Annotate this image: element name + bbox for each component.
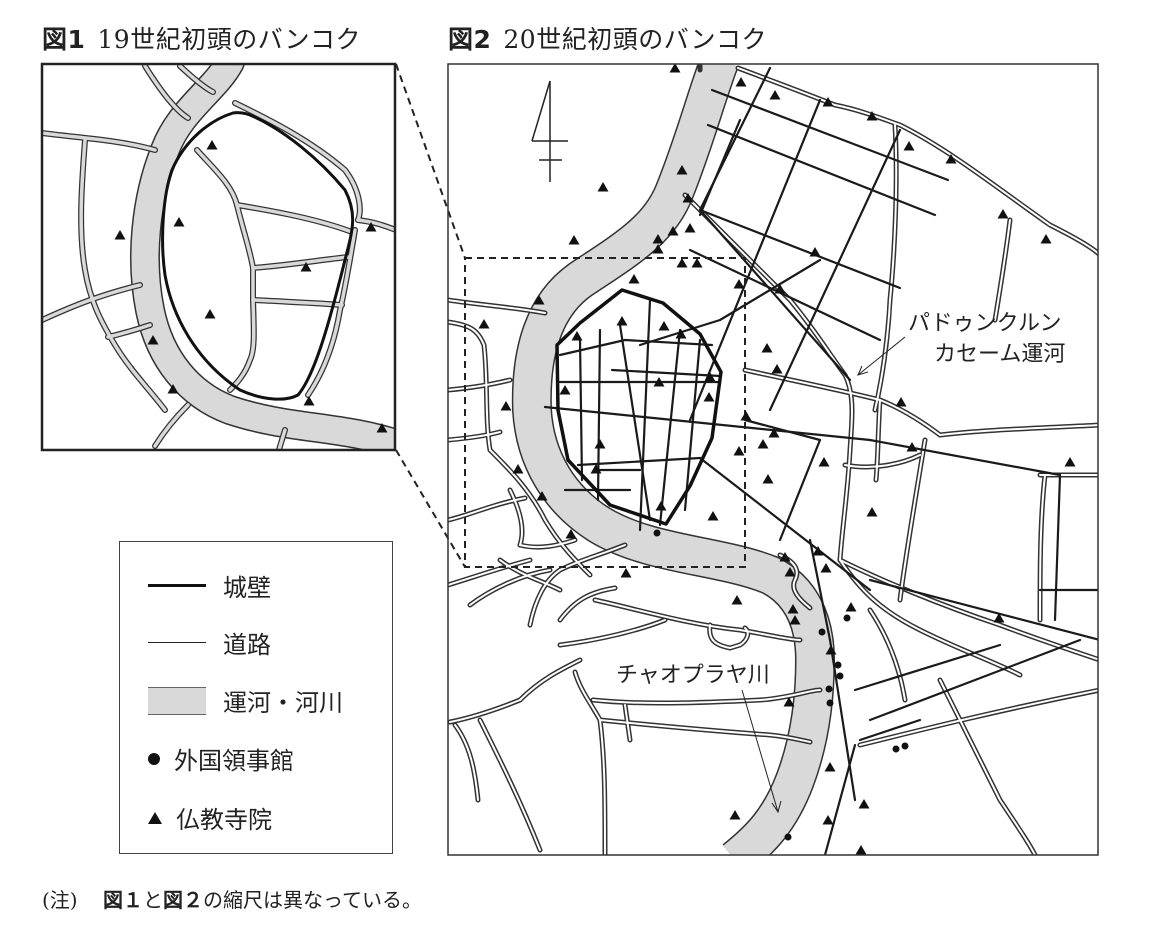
thick-line-icon bbox=[148, 583, 206, 588]
legend-label-consulate: 外国領事館 bbox=[174, 747, 294, 775]
river-label: チャオプラヤ川 bbox=[616, 663, 770, 688]
note-fig2: 図２ bbox=[163, 888, 204, 912]
figure2-number: 図2 bbox=[448, 25, 492, 54]
figure1-number: 図1 bbox=[42, 25, 86, 54]
consulates-fig2 bbox=[653, 529, 909, 841]
legend-item-water: 運河・河川 bbox=[148, 683, 343, 718]
legend-label-wall: 城壁 bbox=[223, 574, 271, 602]
legend-item-wall: 城壁 bbox=[148, 568, 271, 603]
figure1-title: 図1 19世紀初頭のバンコク bbox=[42, 20, 361, 56]
figure2-frame bbox=[447, 63, 1099, 856]
legend-item-consulate: 外国領事館 bbox=[148, 741, 294, 776]
gray-band-icon bbox=[148, 686, 206, 715]
chao-phraya-river bbox=[511, 64, 835, 855]
figure1-map bbox=[42, 64, 395, 450]
legend-label-road: 道路 bbox=[223, 631, 271, 659]
figure2-title: 図2 20世紀初頭のバンコク bbox=[448, 20, 767, 56]
note-and: と bbox=[143, 888, 164, 912]
zoom-connector-lines bbox=[395, 63, 466, 568]
legend-box: 城壁 道路 運河・河川 外国領事館 仏教寺院 bbox=[119, 541, 393, 854]
legend-item-road: 道路 bbox=[148, 625, 271, 660]
city-wall-fig2 bbox=[555, 288, 723, 526]
legend-label-temple: 仏教寺院 bbox=[176, 806, 272, 834]
label-pointer-lines bbox=[741, 336, 906, 814]
roads-fig2 bbox=[543, 66, 1098, 855]
canal-label-line1: パドゥンクルン bbox=[908, 311, 1062, 336]
note-fig1: 図１ bbox=[103, 888, 144, 912]
legend-item-temple: 仏教寺院 bbox=[148, 800, 272, 835]
city-wall-fig1 bbox=[161, 111, 355, 401]
note-text: の縮尺は異なっている。 bbox=[203, 888, 423, 912]
canal-label-line2: カセーム運河 bbox=[934, 342, 1066, 367]
figure1-title-text: 19世紀初頭のバンコク bbox=[97, 25, 361, 54]
roads-fig1 bbox=[42, 64, 395, 450]
river-fig1 bbox=[130, 64, 395, 450]
figure2-map bbox=[448, 64, 1098, 855]
footnote: (注) 図１と図２の縮尺は異なっている。 bbox=[42, 884, 422, 913]
note-prefix: (注) bbox=[42, 888, 78, 912]
triangle-icon bbox=[148, 811, 162, 824]
thin-line-icon bbox=[148, 641, 206, 644]
figure2-title-text: 20世紀初頭のバンコク bbox=[503, 25, 767, 54]
circle-icon bbox=[148, 752, 160, 765]
figure1-extent-box bbox=[464, 257, 746, 568]
figure1-frame bbox=[40, 62, 397, 452]
legend-label-water: 運河・河川 bbox=[223, 689, 343, 717]
north-arrow-icon bbox=[531, 80, 568, 182]
